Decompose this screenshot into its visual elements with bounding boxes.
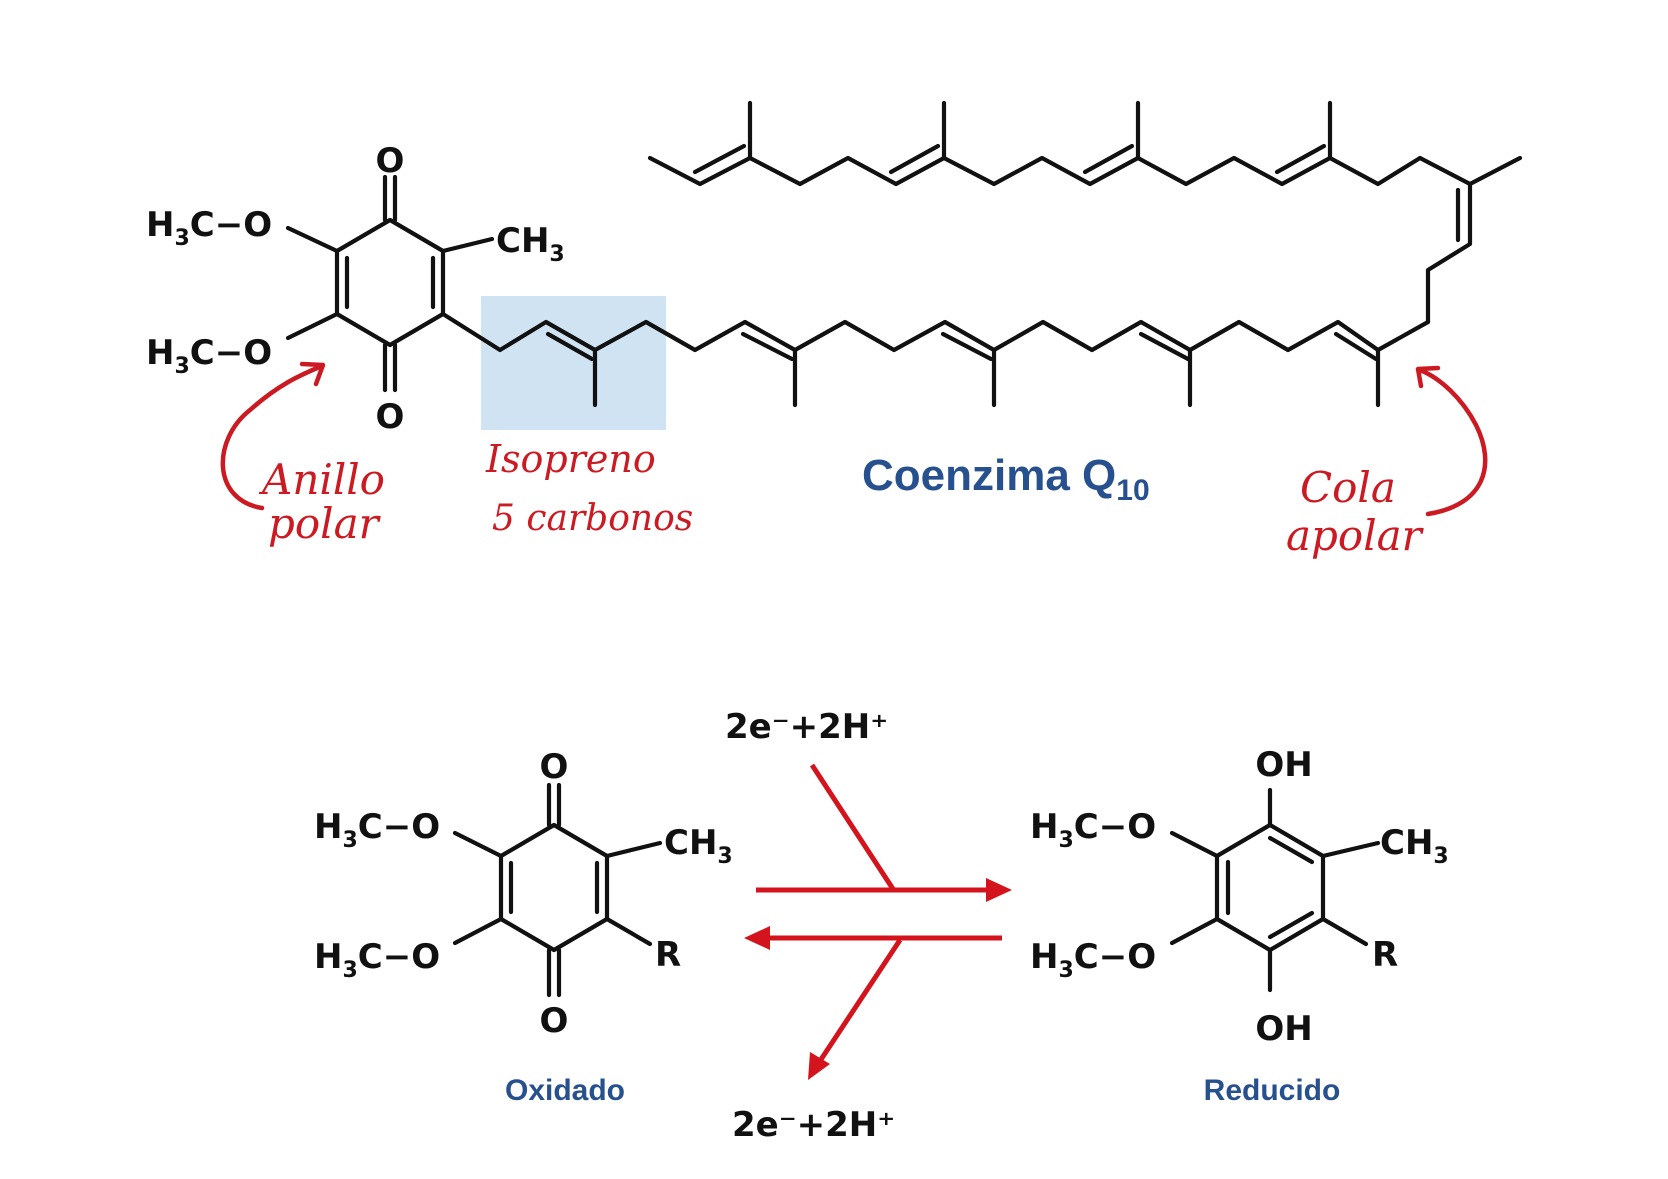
quinone-ring xyxy=(285,174,495,393)
annotation-isoprene-line2: 5 carbonos xyxy=(492,498,693,539)
reverse-arrowhead xyxy=(744,926,770,950)
equilibrium-arrows xyxy=(744,763,1012,1080)
svg-text:H3C−O: H3C−O xyxy=(146,205,272,251)
annotation-ring-line1: Anillo xyxy=(258,455,385,504)
annotation-tail-line2: apolar xyxy=(1286,511,1425,560)
oxidized-oxygen-bottom: O xyxy=(540,1001,569,1041)
reagent-bottom: 2e⁻+2H⁺ xyxy=(732,1105,895,1145)
reduced-hydroxyl-top: OH xyxy=(1255,745,1312,785)
oxygen-bottom-label: O xyxy=(376,397,405,437)
forward-arrowhead xyxy=(986,878,1012,902)
reduced-hydroxyl-bottom: OH xyxy=(1255,1009,1312,1049)
oxidized-methyl: CH3 xyxy=(664,823,733,869)
reduced-methoxy-top: H3C−O xyxy=(1030,807,1156,853)
outgoing-arrowhead xyxy=(808,1052,830,1080)
reagent-top: 2e⁻+2H⁺ xyxy=(725,707,888,747)
oxidized-methoxy-bottom: H3C−O xyxy=(314,937,440,983)
methoxy-bottom-label: H3C−O xyxy=(146,333,272,379)
oxygen-top-label: O xyxy=(376,141,405,181)
annotation-isoprene: Isopreno 5 carbonos xyxy=(485,437,693,539)
oxidized-label: Oxidado xyxy=(505,1074,625,1107)
reduced-methyl: CH3 xyxy=(1380,823,1449,869)
isoprene-highlight xyxy=(481,296,666,430)
oxidized-structure: O O H3C−O H3C−O CH3 R xyxy=(314,747,733,1041)
annotation-tail: Cola apolar xyxy=(1286,365,1488,560)
annotation-ring-line2: polar xyxy=(268,499,382,548)
reduced-r-group: R xyxy=(1372,935,1398,975)
coq10-structure: O O H3C−O H3C−O CH3 xyxy=(146,100,1523,437)
oxidized-r-group: R xyxy=(655,935,681,975)
oxidized-methoxy-top: H3C−O xyxy=(314,807,440,853)
methoxy-top-label: H3C−O xyxy=(146,205,272,251)
annotation-tail-line1: Cola xyxy=(1300,463,1396,512)
svg-text:CH3: CH3 xyxy=(496,221,565,267)
diagram-title: Coenzima Q10 xyxy=(862,451,1150,507)
oxidized-oxygen-top: O xyxy=(540,747,569,787)
annotation-isoprene-line1: Isopreno xyxy=(485,437,656,481)
annotation-ring: Anillo polar xyxy=(220,361,385,548)
reduced-structure: OH OH H3C−O H3C−O CH3 R xyxy=(1030,745,1449,1049)
isoprenoid-chain xyxy=(440,100,1523,408)
reduced-methoxy-bottom: H3C−O xyxy=(1030,937,1156,983)
methyl-label: CH3 xyxy=(496,221,565,267)
reduced-label: Reducido xyxy=(1204,1074,1341,1107)
svg-text:H3C−O: H3C−O xyxy=(146,333,272,379)
